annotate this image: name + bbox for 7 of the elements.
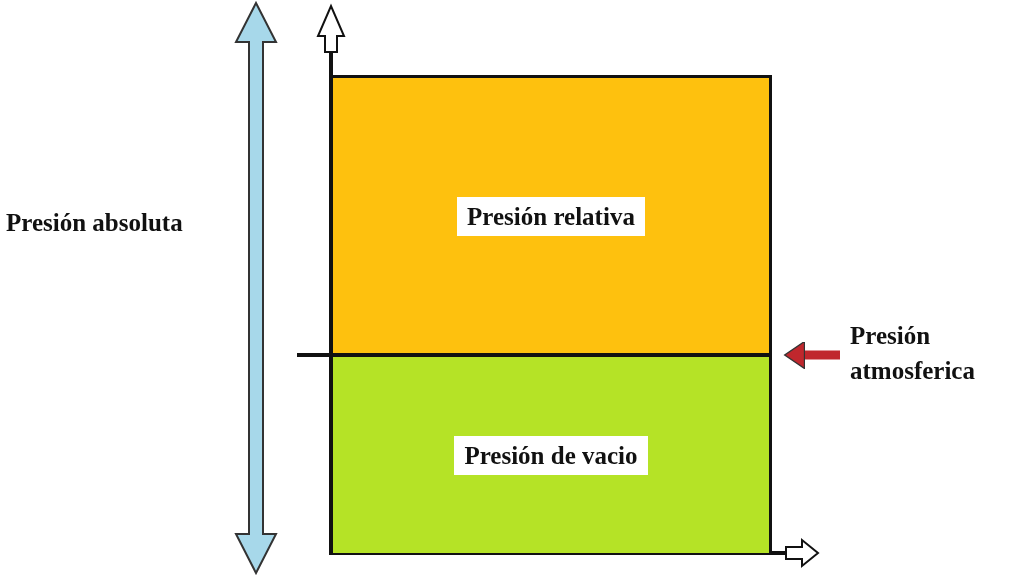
pressure-label: Presión absoluta: [6, 208, 184, 238]
band-label: Presión relativa: [457, 197, 645, 236]
band-label: Presión de vacio: [454, 435, 648, 475]
gauge-pressure-band: [333, 75, 772, 355]
vacuum-pressure-band: [333, 357, 772, 553]
arrow: [784, 340, 840, 370]
pressure-label: Presión atmosferica: [850, 321, 976, 386]
